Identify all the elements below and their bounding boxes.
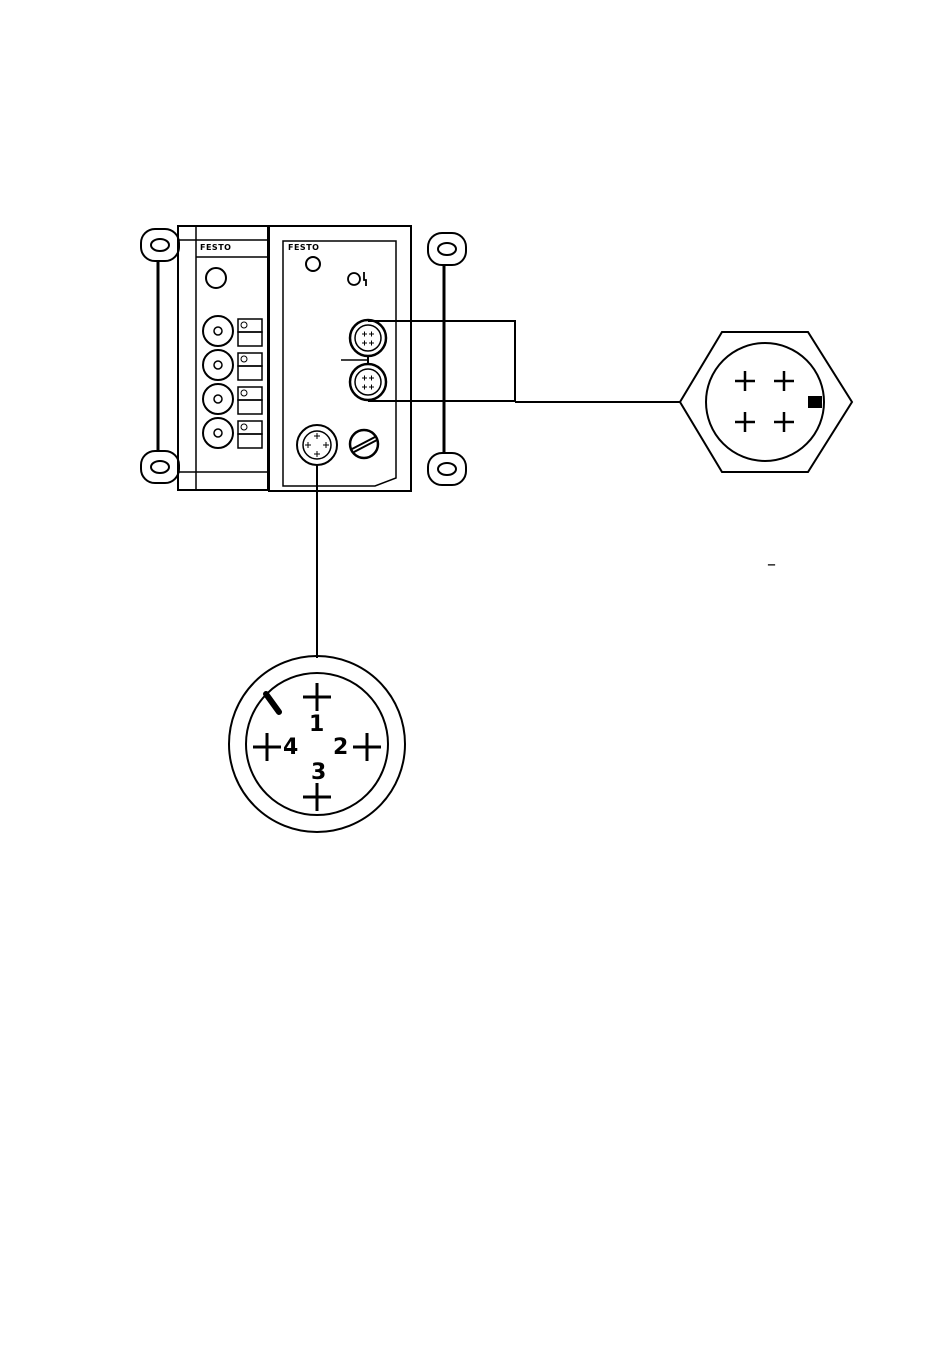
m12-socket-icon bbox=[297, 425, 337, 465]
pin-1-mark bbox=[303, 683, 331, 711]
device-assembly: FESTO bbox=[141, 226, 466, 491]
coding-notch bbox=[266, 694, 279, 712]
io-module-led bbox=[206, 268, 226, 288]
round-connector-icon: 1 2 3 4 bbox=[229, 656, 405, 832]
bus-node: FESTO bbox=[269, 226, 411, 491]
wiring bbox=[317, 321, 680, 658]
m12-socket-icon bbox=[350, 364, 386, 400]
brand-label-left: FESTO bbox=[200, 243, 231, 252]
pin-label-2: 2 bbox=[333, 735, 348, 760]
pin-label-4: 4 bbox=[283, 735, 298, 760]
io-module: FESTO bbox=[178, 226, 268, 490]
wire-bus-in bbox=[368, 321, 515, 402]
mounting-ear-top-left bbox=[141, 229, 179, 261]
hex-connector-icon bbox=[680, 332, 852, 472]
mounting-ear-bottom-right bbox=[428, 453, 466, 485]
pin-3-mark bbox=[303, 783, 331, 811]
coding-key bbox=[808, 396, 822, 408]
mounting-ear-bottom-left bbox=[141, 451, 179, 483]
mounting-ear-top-right bbox=[428, 233, 466, 265]
pin-2-mark bbox=[353, 733, 381, 761]
screw-cap-icon bbox=[350, 430, 378, 458]
io-channel-1 bbox=[203, 316, 262, 346]
pin-label-1: 1 bbox=[309, 712, 324, 737]
m12-socket-icon bbox=[350, 320, 386, 356]
bus-node-led bbox=[306, 257, 320, 271]
stray-mark: – bbox=[767, 554, 776, 575]
io-channel-4 bbox=[203, 418, 262, 448]
io-channel-3 bbox=[203, 384, 262, 414]
pin-4-mark bbox=[253, 733, 281, 761]
brand-label-right: FESTO bbox=[288, 243, 319, 252]
pin-label-3: 3 bbox=[311, 760, 326, 785]
io-channel-2 bbox=[203, 350, 262, 380]
power-symbol-icon bbox=[348, 272, 366, 286]
